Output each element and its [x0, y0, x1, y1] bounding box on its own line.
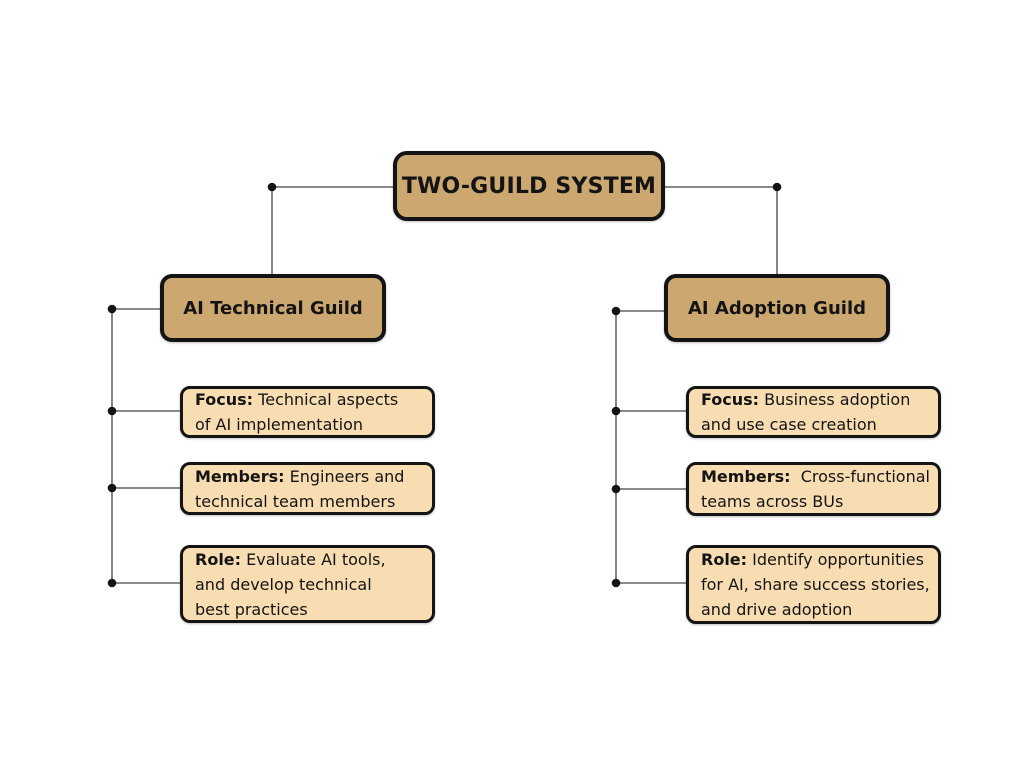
- child-content: Role: Identify opportunities for AI, sha…: [701, 547, 930, 622]
- child-content: Members: Cross-functional teams across B…: [701, 464, 930, 514]
- child-text: Identify opportunities for AI, share suc…: [701, 550, 930, 619]
- connector-root-left: [271, 186, 393, 274]
- child-content: Role: Evaluate AI tools, and develop tec…: [195, 547, 386, 622]
- root-node: TWO-GUILD SYSTEM: [393, 151, 665, 221]
- root-title: TWO-GUILD SYSTEM: [401, 173, 657, 199]
- guild-title: AI Adoption Guild: [688, 297, 866, 319]
- child-node-technical-focus: Focus: Technical aspects of AI implement…: [180, 386, 435, 438]
- child-label: Role:: [195, 549, 242, 569]
- child-node-technical-members: Members: Engineers and technical team me…: [180, 462, 435, 515]
- guild-title: AI Technical Guild: [183, 297, 363, 319]
- connector-root-right: [665, 186, 778, 274]
- guild-node-adoption: AI Adoption Guild: [664, 274, 890, 342]
- guild-node-technical: AI Technical Guild: [160, 274, 386, 342]
- child-label: Role:: [701, 550, 748, 569]
- junction-dots: [107, 182, 782, 588]
- child-text: Business adoption and use case creation: [701, 390, 911, 434]
- child-label: Focus:: [195, 390, 254, 409]
- child-content: Members: Engineers and technical team me…: [195, 464, 404, 514]
- child-text: Engineers and technical team members: [195, 466, 405, 511]
- child-node-technical-role: Role: Evaluate AI tools, and develop tec…: [180, 545, 435, 623]
- child-label: Members:: [195, 466, 285, 486]
- child-node-adoption-role: Role: Identify opportunities for AI, sha…: [686, 545, 941, 624]
- connector-spine-left: [111, 308, 180, 584]
- child-node-adoption-focus: Focus: Business adoption and use case cr…: [686, 386, 941, 438]
- child-node-adoption-members: Members: Cross-functional teams across B…: [686, 462, 941, 516]
- connector-spine-right: [615, 310, 686, 584]
- child-label: Members:: [701, 467, 791, 486]
- child-content: Focus: Technical aspects of AI implement…: [195, 387, 398, 437]
- child-text: Cross-functional teams across BUs: [701, 467, 930, 511]
- child-label: Focus:: [701, 390, 760, 409]
- child-content: Focus: Business adoption and use case cr…: [701, 387, 910, 437]
- child-text: Technical aspects of AI implementation: [195, 390, 399, 434]
- child-text: Evaluate AI tools, and develop technical…: [195, 549, 386, 619]
